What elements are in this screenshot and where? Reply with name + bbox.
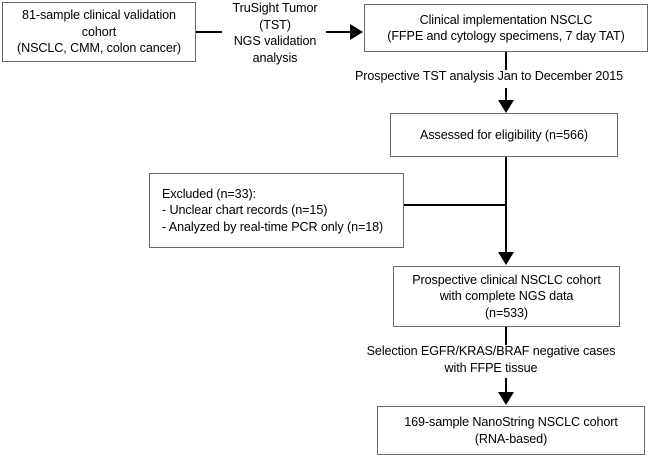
arrowhead-to-assessed — [498, 100, 514, 113]
node-excluded-label: Excluded (n=33): - Unclear chart records… — [162, 186, 384, 234]
node-clinical-implementation: Clinical implementation NSCLC (FFPE and … — [364, 4, 648, 52]
node-clinical-implementation-label: Clinical implementation NSCLC (FFPE and … — [387, 12, 625, 44]
node-nanostring-cohort-label: 169-sample NanoString NSCLC cohort (RNA-… — [404, 415, 618, 446]
arrowhead-to-nanostring — [498, 392, 514, 405]
node-assessed-eligibility-label: Assessed for eligibility (n=566) — [420, 127, 588, 142]
arrowhead-to-clinical — [350, 24, 363, 40]
connector-label-to-clinical — [326, 31, 352, 33]
connector-assessed-down — [505, 157, 507, 255]
connector-prospective-down — [505, 327, 507, 345]
edge-label-tst-validation: TruSight Tumor (TST) NGS validation anal… — [232, 1, 318, 65]
edge-label-prospective-tst: Prospective TST analysis Jan to December… — [354, 69, 624, 83]
connector-to-nanostring — [505, 378, 507, 396]
node-validation-cohort-label: 81-sample clinical validation cohort (NS… — [17, 8, 181, 56]
edge-label-selection-criteria: Selection EGFR/KRAS/BRAF negative cases … — [366, 344, 616, 375]
node-prospective-cohort: Prospective clinical NSCLC cohort with c… — [393, 266, 620, 327]
connector-clinical-down — [505, 52, 507, 70]
node-assessed-eligibility: Assessed for eligibility (n=566) — [390, 113, 618, 157]
arrowhead-to-prospective-cohort — [498, 252, 514, 265]
node-nanostring-cohort: 169-sample NanoString NSCLC cohort (RNA-… — [377, 406, 645, 455]
node-validation-cohort: 81-sample clinical validation cohort (NS… — [2, 2, 196, 62]
node-excluded: Excluded (n=33): - Unclear chart records… — [149, 173, 404, 248]
connector-validation-to-label — [196, 31, 222, 33]
node-prospective-cohort-label: Prospective clinical NSCLC cohort with c… — [412, 272, 601, 320]
connector-to-excluded — [404, 204, 507, 206]
connector-to-assessed — [505, 88, 507, 106]
